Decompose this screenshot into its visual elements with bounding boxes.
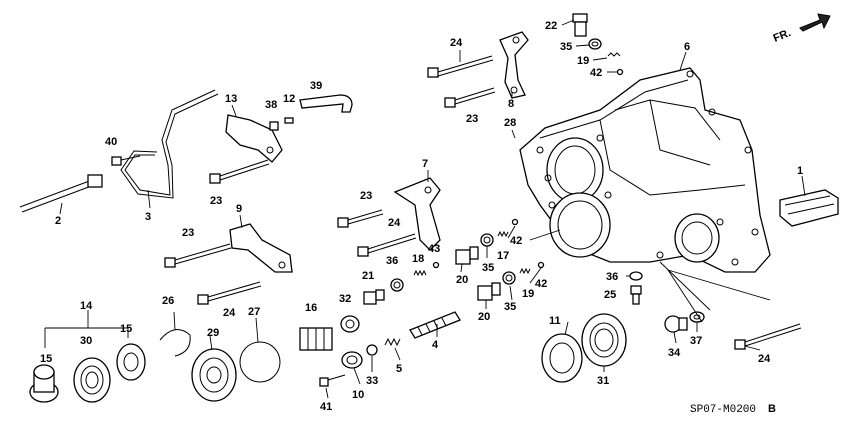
callout-9: 9 xyxy=(236,203,242,215)
callout-22: 22 xyxy=(545,20,557,32)
callout-27: 27 xyxy=(248,306,260,318)
callout-18: 18 xyxy=(412,253,424,265)
callout-5: 5 xyxy=(396,363,402,375)
pipe-and-bracket xyxy=(209,94,353,184)
callout-20: 20 xyxy=(478,311,490,323)
callout-31: 31 xyxy=(597,375,609,387)
callout-23: 23 xyxy=(182,227,194,239)
callout-19: 19 xyxy=(577,55,589,67)
gear-bearing-group xyxy=(29,329,281,403)
callout-34: 34 xyxy=(668,347,681,359)
callout-17: 17 xyxy=(497,250,509,262)
callout-42: 42 xyxy=(535,278,547,290)
callout-36: 36 xyxy=(386,255,398,267)
left-bracket xyxy=(164,223,293,305)
callout-3: 3 xyxy=(145,211,151,223)
leader-lines xyxy=(59,19,806,399)
diagram-code-text: SP07-M0200 xyxy=(690,404,756,416)
callout-29: 29 xyxy=(207,327,219,339)
front-direction-arrow: FR. xyxy=(772,13,831,45)
callout-24: 24 xyxy=(758,353,771,365)
callout-43: 43 xyxy=(428,243,440,255)
callout-13: 13 xyxy=(225,93,237,105)
callout-32: 32 xyxy=(339,293,351,305)
callout-35: 35 xyxy=(560,41,572,53)
shift-components xyxy=(299,311,461,387)
callout-1: 1 xyxy=(797,165,803,177)
center-bracket xyxy=(337,177,441,257)
callout-25: 25 xyxy=(604,289,616,301)
top-sensor-set xyxy=(572,13,624,76)
callout-38: 38 xyxy=(265,99,277,111)
callout-24: 24 xyxy=(223,307,236,319)
callout-24: 24 xyxy=(388,217,401,229)
callout-23: 23 xyxy=(210,195,222,207)
callout-41: 41 xyxy=(320,401,332,413)
breather-tube xyxy=(19,89,219,213)
group-bracket-14 xyxy=(44,310,129,348)
callout-19: 19 xyxy=(522,288,534,300)
callout-12: 12 xyxy=(283,93,295,105)
callout-42: 42 xyxy=(590,67,602,79)
callout-35: 35 xyxy=(482,262,494,274)
transmission-housing xyxy=(519,67,771,273)
drain-plug xyxy=(629,271,643,305)
callout-15: 15 xyxy=(40,353,52,365)
callout-4: 4 xyxy=(432,339,439,351)
callout-40: 40 xyxy=(105,136,117,148)
switch-components xyxy=(363,218,545,305)
diagram-code-suffix: B xyxy=(768,403,776,415)
callout-37: 37 xyxy=(690,335,702,347)
callout-42: 42 xyxy=(510,235,522,247)
callout-24: 24 xyxy=(450,37,463,49)
callout-36: 36 xyxy=(606,271,618,283)
callout-2: 2 xyxy=(55,215,61,227)
callout-35: 35 xyxy=(504,301,516,313)
callout-16: 16 xyxy=(305,302,317,314)
direction-label: FR. xyxy=(772,27,793,45)
callout-26: 26 xyxy=(162,295,174,307)
callout-labels: 22 24 6 35 19 42 39 13 38 12 8 23 28 40 … xyxy=(40,20,803,413)
upper-bolts xyxy=(427,31,529,108)
callout-21: 21 xyxy=(362,270,374,282)
callout-15: 15 xyxy=(120,323,132,335)
cover-plate xyxy=(779,189,839,227)
callout-10: 10 xyxy=(352,389,364,401)
callout-14: 14 xyxy=(80,300,93,312)
diagram-code: SP07-M0200 B xyxy=(690,403,776,416)
callout-11: 11 xyxy=(549,315,561,327)
callout-8: 8 xyxy=(508,98,514,110)
callout-23: 23 xyxy=(360,190,372,202)
callout-30: 30 xyxy=(80,335,92,347)
callout-39: 39 xyxy=(310,80,322,92)
callout-20: 20 xyxy=(456,274,468,286)
callout-23: 23 xyxy=(466,113,478,125)
arrow-icon xyxy=(799,13,831,32)
callout-6: 6 xyxy=(684,41,690,53)
right-bolts xyxy=(664,311,802,350)
callout-33: 33 xyxy=(366,375,378,387)
output-bearings xyxy=(541,313,627,383)
callout-28: 28 xyxy=(504,117,516,129)
callout-7: 7 xyxy=(422,158,428,170)
